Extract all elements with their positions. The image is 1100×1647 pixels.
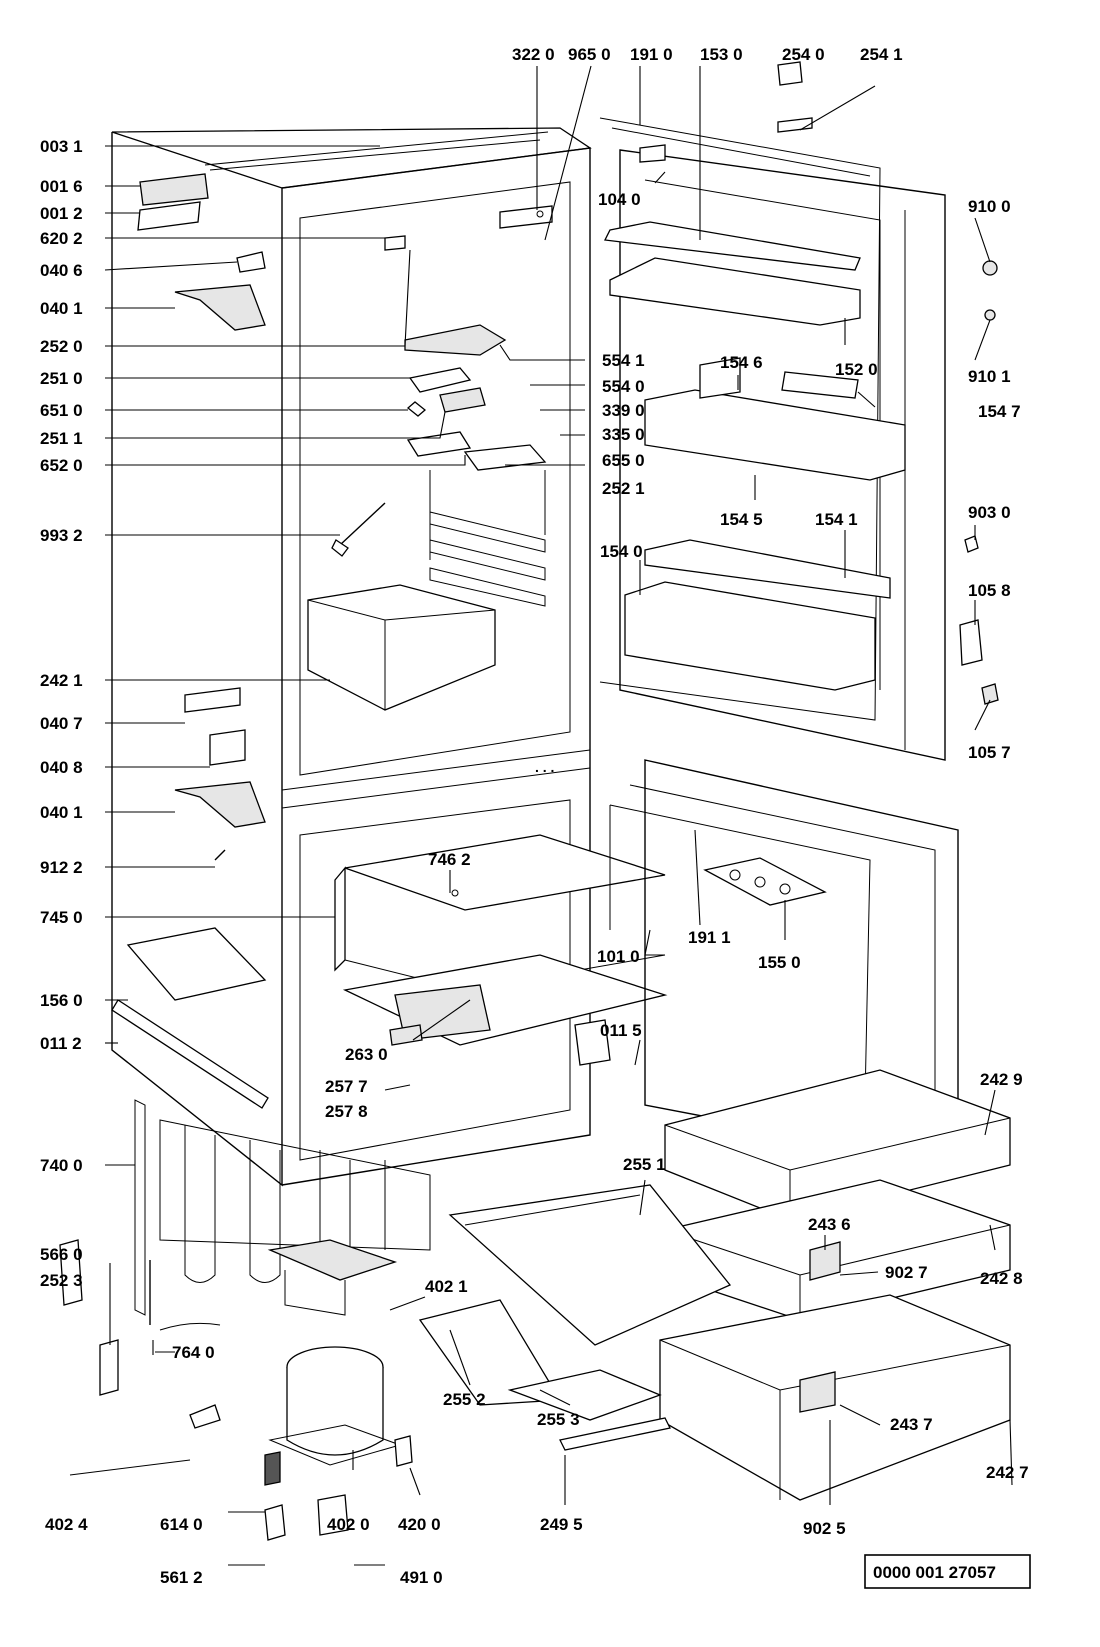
label-4200: 420 0 [398,1515,441,1534]
reference-number-box: 0000 001 27057 [864,1554,1031,1589]
label-0406: 040 6 [40,261,83,280]
label-1057: 105 7 [968,743,1011,762]
leader-lines [69,65,1013,1566]
label-1545: 154 5 [720,510,763,529]
label-5612: 561 2 [160,1568,203,1587]
label-1520: 152 0 [835,360,878,379]
label-9027: 902 7 [885,1263,928,1282]
label-2510: 251 0 [40,369,83,388]
label-0408: 040 8 [40,758,83,777]
label-9122: 912 2 [40,858,83,877]
label-2520: 252 0 [40,337,83,356]
label-9650: 965 0 [568,45,611,64]
label-1530: 153 0 [700,45,743,64]
label-6202: 620 2 [40,229,83,248]
label-2553: 255 3 [537,1410,580,1429]
label-0115: 011 5 [600,1021,642,1040]
cabinet: . . . [111,127,592,1187]
label-1550: 155 0 [758,953,801,972]
label-2428: 242 8 [980,1269,1023,1288]
label-2436: 243 6 [808,1215,851,1234]
loose-parts [59,173,611,1541]
freezer-drawers [418,1069,1011,1501]
label-2523: 252 3 [40,1271,83,1290]
freezer-shelf [334,834,668,1046]
compressor [267,1239,402,1466]
label-2521: 252 1 [602,479,645,498]
label-1546: 154 6 [720,353,763,372]
label-1058: 105 8 [968,581,1011,600]
label-0407: 040 7 [40,714,83,733]
label-1040: 104 0 [598,190,641,209]
label-9932: 993 2 [40,526,83,545]
callout-labels: 003 1 001 6 001 2 620 2 040 6 040 1 252 … [40,45,1029,1587]
label-1547: 154 7 [978,402,1021,421]
label-0012: 001 2 [40,204,83,223]
svg-text:. . .: . . . [535,759,554,775]
label-2429: 242 9 [980,1070,1023,1089]
label-2495: 249 5 [540,1515,583,1534]
label-2578: 257 8 [325,1102,368,1121]
label-4021: 402 1 [425,1277,468,1296]
label-2511: 251 1 [40,429,83,448]
label-5541: 554 1 [602,351,645,370]
label-2437: 243 7 [890,1415,933,1434]
label-2541: 254 1 [860,45,903,64]
label-6520: 652 0 [40,456,83,475]
label-6550: 655 0 [602,451,645,470]
reference-number: 0000 001 27057 [873,1563,996,1582]
label-2540: 254 0 [782,45,825,64]
label-0401-top: 040 1 [40,299,83,318]
label-2552: 255 2 [443,1390,486,1409]
label-1010: 101 0 [597,947,640,966]
label-0112: 011 2 [40,1034,82,1053]
label-3220: 322 0 [512,45,555,64]
label-0031: 003 1 [40,137,83,156]
label-4910: 491 0 [400,1568,443,1587]
label-0016: 001 6 [40,177,83,196]
label-2551: 255 1 [623,1155,666,1174]
label-2577: 257 7 [325,1077,368,1096]
label-1911: 191 1 [688,928,731,947]
label-1910: 191 0 [630,45,673,64]
label-9030: 903 0 [968,503,1011,522]
label-1540: 154 0 [600,542,643,561]
label-7640: 764 0 [172,1343,215,1362]
label-5540: 554 0 [602,377,645,396]
label-6510: 651 0 [40,401,83,420]
label-9101: 910 1 [968,367,1011,386]
label-6140: 614 0 [160,1515,203,1534]
label-2630: 263 0 [345,1045,388,1064]
label-2427: 242 7 [986,1463,1029,1482]
label-2421: 242 1 [40,671,83,690]
label-5660: 566 0 [40,1245,83,1264]
label-0401-bottom: 040 1 [40,803,83,822]
label-9100: 910 0 [968,197,1011,216]
label-3390: 339 0 [602,401,645,420]
label-7462: 746 2 [428,850,471,869]
label-1560: 156 0 [40,991,83,1010]
label-4024: 402 4 [45,1515,88,1534]
label-4020: 402 0 [327,1515,370,1534]
label-7400: 740 0 [40,1156,83,1175]
label-7450: 745 0 [40,908,83,927]
fridge-door [599,61,999,761]
label-1541: 154 1 [815,510,858,529]
label-9025: 902 5 [803,1519,846,1538]
label-3350: 335 0 [602,425,645,444]
fridge-interior-parts [307,205,553,711]
